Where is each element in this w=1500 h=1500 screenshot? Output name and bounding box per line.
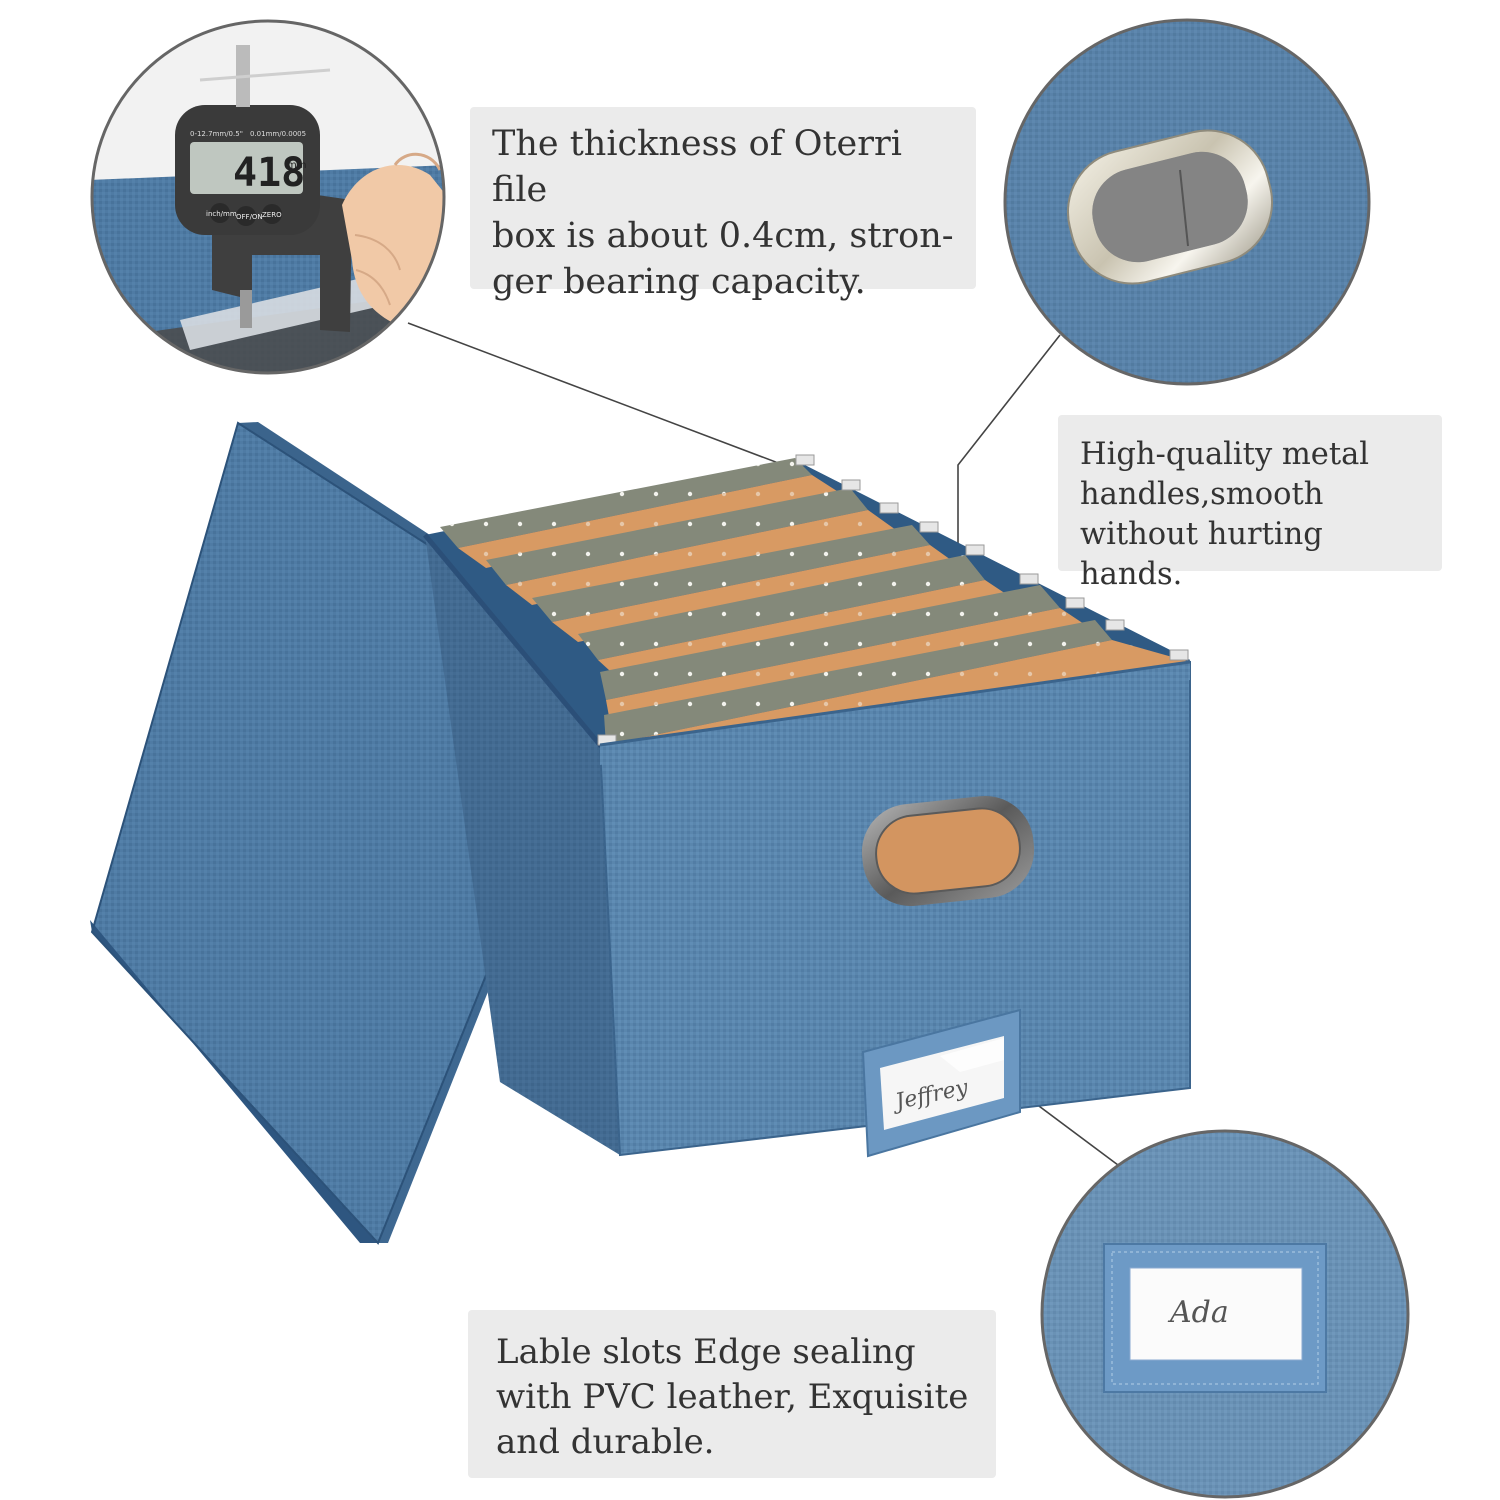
handles-line-1: High-quality metal bbox=[1080, 437, 1370, 472]
label-slot-line-1: Lable slots Edge sealing bbox=[496, 1332, 916, 1372]
label-slot-callout: Lable slots Edge sealing with PVC leathe… bbox=[468, 1310, 996, 1478]
gauge-spec-right: 0.01mm/0.0005 bbox=[250, 130, 306, 138]
gauge-unit: mm bbox=[287, 160, 306, 171]
thickness-line-3: ger bearing capacity. bbox=[492, 262, 866, 302]
gauge-closeup: 418 mm 0-12.7mm/0.5" 0.01mm/0.0005 inch/… bbox=[90, 19, 446, 375]
closeup-label-text: Ada bbox=[1167, 1295, 1229, 1330]
handles-line-2: handles,smooth bbox=[1080, 477, 1324, 512]
handle-closeup bbox=[1003, 18, 1371, 386]
gauge-buttons: inch/mm OFF/ON ZERO bbox=[206, 203, 282, 226]
label-closeup: Ada bbox=[1040, 1129, 1410, 1499]
handles-callout: High-quality metal handles,smooth withou… bbox=[1058, 415, 1442, 592]
label-slot-line-3: and durable. bbox=[496, 1422, 715, 1462]
thickness-line-1: The thickness of Oterri file bbox=[492, 124, 902, 210]
handles-line-3: without hurting hands. bbox=[1080, 517, 1323, 592]
gauge-button-zero: ZERO bbox=[262, 211, 282, 219]
gauge-button-inch: inch/mm bbox=[206, 210, 237, 218]
gauge-spec-left: 0-12.7mm/0.5" bbox=[190, 130, 243, 138]
box-handle bbox=[861, 796, 1035, 906]
box-label-holder bbox=[861, 1008, 1021, 1158]
hanging-folders bbox=[440, 454, 1191, 765]
gauge-reading: 418 bbox=[233, 150, 305, 196]
label-slot-line-2: with PVC leather, Exquisite bbox=[496, 1377, 969, 1417]
thickness-line-2: box is about 0.4cm, stron- bbox=[492, 216, 954, 256]
gauge-button-off: OFF/ON bbox=[236, 213, 263, 221]
thickness-callout: The thickness of Oterri file box is abou… bbox=[470, 107, 976, 302]
